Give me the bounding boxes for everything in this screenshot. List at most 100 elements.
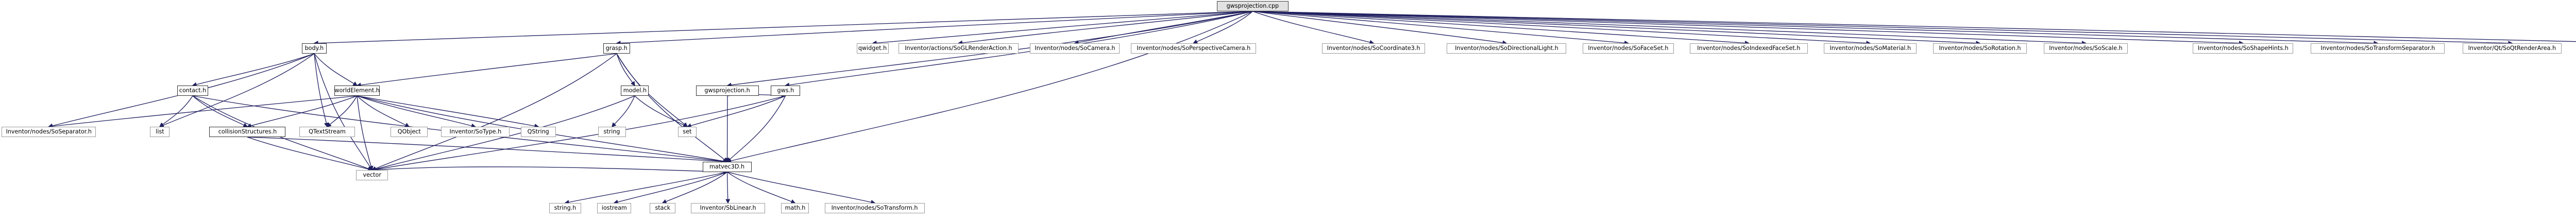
graph-edge-grasp-to-worldelement	[356, 53, 617, 88]
graph-node-soglrenderaction[interactable]: Inventor/actions/SoGLRenderAction.h	[899, 43, 1019, 54]
graph-node-worldelement[interactable]: worldElement.h	[334, 86, 380, 96]
graph-node-label: Inventor/nodes/SoTransformSeparator.h	[2320, 44, 2435, 52]
graph-edge-root-to-sorotation	[1252, 11, 1981, 46]
graph-node-qwidget[interactable]: qwidget.h	[857, 43, 889, 54]
graph-node-label: QObject	[397, 128, 421, 136]
graph-node-qtextstream[interactable]: QTextStream	[299, 127, 355, 137]
graph-edge-body-to-vector	[314, 53, 372, 171]
graph-node-stringh[interactable]: string.h	[549, 203, 581, 213]
graph-node-label: Inventor/nodes/SoIndexedFaceSet.h	[1697, 44, 1801, 52]
graph-node-sorotation[interactable]: Inventor/nodes/SoRotation.h	[1933, 43, 2027, 54]
graph-edge-gwsh-to-matvec3d	[726, 95, 786, 163]
graph-node-label: Inventor/nodes/SoFaceSet.h	[1588, 44, 1669, 52]
graph-node-label: math.h	[785, 204, 805, 212]
graph-edge-root-to-soqtrenderarea	[1252, 11, 2513, 46]
graph-edge-root-to-soperspectivecam	[1193, 11, 1253, 44]
graph-node-label: Inventor/nodes/SoCamera.h	[1034, 44, 1115, 52]
graph-node-label: Inventor/nodes/SoDirectionalLight.h	[1454, 44, 1558, 52]
graph-node-label: string.h	[554, 204, 577, 212]
graph-edge-root-to-socoordinate3	[1252, 11, 1375, 45]
graph-node-sblinear[interactable]: Inventor/SbLinear.h	[691, 203, 765, 213]
graph-edge-collisionstruct-to-vector	[247, 137, 373, 172]
graph-edge-root-to-soscale	[1252, 11, 2087, 46]
graph-node-socoordinate3[interactable]: Inventor/nodes/SoCoordinate3.h	[1322, 43, 1425, 54]
graph-node-vector[interactable]: vector	[356, 170, 388, 180]
graph-node-model[interactable]: model.h	[621, 86, 649, 96]
graph-node-qstring[interactable]: QString	[521, 127, 556, 137]
graph-node-label: set	[683, 128, 692, 136]
graph-node-label: list	[155, 128, 164, 136]
graph-edge-vector-to-matvec3d	[371, 166, 728, 175]
graph-edge-body-to-list	[159, 53, 315, 128]
graph-edge-root-to-sodirectionallight	[1252, 11, 1507, 45]
graph-node-set[interactable]: set	[678, 127, 697, 137]
graph-node-soscale[interactable]: Inventor/nodes/SoScale.h	[2044, 43, 2128, 54]
graph-node-label: Inventor/SbLinear.h	[700, 204, 756, 212]
graph-node-label: matvec3D.h	[709, 163, 745, 171]
graph-node-iostream[interactable]: iostream	[597, 203, 631, 213]
graph-node-somaterial[interactable]: Inventor/nodes/SoMaterial.h	[1824, 43, 1917, 54]
graph-edge-grasp-to-matvec3d	[616, 53, 728, 162]
graph-node-label: Inventor/nodes/SoScale.h	[2049, 44, 2123, 52]
graph-node-label: Inventor/nodes/SoPerspectiveCamera.h	[1137, 44, 1250, 52]
graph-node-collisionstruct[interactable]: collisionStructures.h	[209, 127, 285, 137]
graph-node-mathh[interactable]: math.h	[781, 203, 809, 213]
graph-node-label: Inventor/SoType.h	[449, 128, 501, 136]
graph-edge-root-to-soqtexaminer	[1252, 11, 2576, 42]
graph-node-label: iostream	[601, 204, 627, 212]
graph-node-list[interactable]: list	[150, 127, 170, 137]
graph-node-sodirectionallight[interactable]: Inventor/nodes/SoDirectionalLight.h	[1447, 43, 1566, 54]
graph-node-label: body.h	[304, 44, 324, 52]
graph-edge-collisionstruct-to-matvec3d	[247, 137, 728, 164]
graph-node-string[interactable]: string	[598, 127, 626, 137]
graph-node-label: gws.h	[777, 87, 794, 94]
graph-edge-matvec3d-to-stack	[662, 172, 727, 204]
graph-node-label: collisionStructures.h	[218, 128, 277, 136]
graph-node-grasp[interactable]: grasp.h	[603, 43, 630, 54]
graph-node-sotransformsep[interactable]: Inventor/nodes/SoTransformSeparator.h	[2311, 43, 2445, 54]
graph-node-label: Inventor/nodes/SoShapeHints.h	[2197, 44, 2289, 52]
graph-edge-matvec3d-to-stringh	[564, 172, 727, 205]
graph-node-root: gwsprojection.cpp	[1217, 1, 1289, 11]
graph-node-label: stack	[655, 204, 670, 212]
graph-edge-root-to-soshapehints	[1252, 11, 2244, 46]
graph-node-body[interactable]: body.h	[302, 43, 327, 54]
graph-edge-grasp-to-vector	[371, 53, 617, 171]
graph-node-soperspectivecam[interactable]: Inventor/nodes/SoPerspectiveCamera.h	[1131, 43, 1256, 54]
graph-edge-root-to-somaterial	[1252, 11, 1871, 46]
graph-node-label: Inventor/nodes/SoMaterial.h	[1829, 44, 1911, 52]
graph-edge-worldelement-to-soseparator	[47, 95, 358, 129]
graph-edge-body-to-contact	[192, 53, 315, 87]
graph-node-gwsh[interactable]: gws.h	[771, 86, 800, 96]
graph-node-label: QTextStream	[309, 128, 346, 136]
graph-node-sotransform[interactable]: Inventor/nodes/SoTransform.h	[825, 203, 925, 213]
graph-edge-body-to-qtextstream	[314, 53, 329, 128]
graph-edge-root-to-soindexedfaceset	[1252, 11, 1750, 45]
graph-node-sofaceset[interactable]: Inventor/nodes/SoFaceSet.h	[1583, 43, 1674, 54]
graph-node-label: gwsprojection.cpp	[1226, 2, 1279, 10]
graph-edge-root-to-body	[313, 11, 1253, 46]
graph-node-soindexedfaceset[interactable]: Inventor/nodes/SoIndexedFaceSet.h	[1690, 43, 1808, 54]
graph-node-qobject[interactable]: QObject	[391, 127, 428, 137]
graph-node-label: grasp.h	[605, 44, 628, 52]
graph-node-label: Inventor/actions/SoGLRenderAction.h	[905, 44, 1012, 52]
graph-node-gwsprojectionh[interactable]: gwsprojection.h	[696, 86, 759, 96]
graph-node-label: Inventor/nodes/SoTransform.h	[832, 204, 918, 212]
graph-node-label: qwidget.h	[858, 44, 887, 52]
graph-node-stack[interactable]: stack	[650, 203, 675, 213]
graph-node-label: Inventor/nodes/SoCoordinate3.h	[1327, 44, 1420, 52]
graph-edge-root-to-grasp	[616, 11, 1253, 46]
graph-node-socamera[interactable]: Inventor/nodes/SoCamera.h	[1030, 43, 1120, 54]
graph-node-label: worldElement.h	[334, 87, 380, 94]
graph-edge-model-to-vector	[371, 95, 635, 172]
graph-node-label: Inventor/nodes/SoRotation.h	[1939, 44, 2021, 52]
graph-node-matvec3d[interactable]: matvec3D.h	[703, 162, 752, 172]
graph-node-sotype[interactable]: Inventor/SoType.h	[441, 127, 510, 137]
graph-edge-body-to-worldelement	[314, 53, 358, 86]
graph-node-soqtrenderarea[interactable]: Inventor/Qt/SoQtRenderArea.h	[2463, 43, 2562, 54]
graph-node-contact[interactable]: contact.h	[177, 86, 208, 96]
graph-node-soseparator[interactable]: Inventor/nodes/SoSeparator.h	[2, 127, 96, 137]
graph-node-soshapehints[interactable]: Inventor/nodes/SoShapeHints.h	[2193, 43, 2293, 54]
